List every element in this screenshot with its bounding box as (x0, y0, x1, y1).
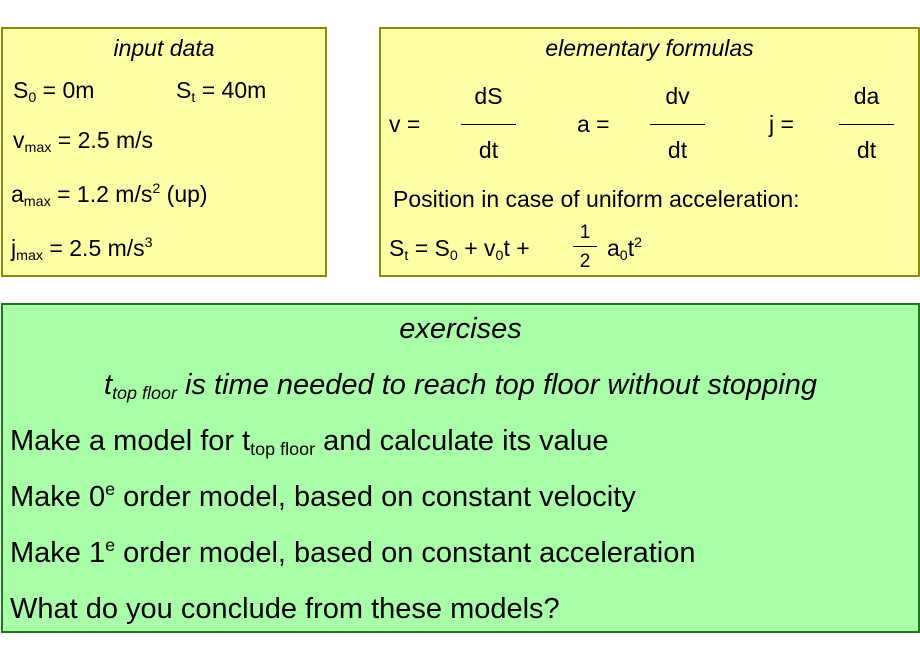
vmax-symbol: v (13, 127, 25, 153)
jmax-sub: max (16, 247, 44, 264)
amax-tail: (up) (160, 181, 208, 207)
position-caption: Position in case of uniform acceleration… (393, 186, 800, 212)
acceleration-fraction-bar (650, 124, 705, 125)
definition-t: t (104, 369, 113, 401)
item-2-sup: e (105, 534, 116, 555)
formulas-title: elementary formulas (545, 35, 754, 61)
exercise-item: Make 0e order model, based on constant v… (10, 478, 636, 514)
acceleration-lhs: a = (577, 111, 610, 137)
st-sub: t (191, 89, 196, 106)
velocity-lhs: v = (389, 111, 421, 137)
item-2-post: order model, based on constant accelerat… (115, 537, 696, 569)
item-1-pre: Make 0 (10, 481, 106, 513)
elementary-formulas-panel: elementary formulas v = dS dt a = dv dt … (379, 27, 920, 277)
definition-rest: is time needed to reach top floor withou… (177, 369, 817, 401)
pos-s-sub: t (404, 247, 409, 264)
s0-symbol: S (13, 77, 29, 103)
st-symbol: S (176, 77, 192, 103)
input-data-panel: input data S0 = 0m St = 40m vmax = 2.5 m… (1, 27, 327, 277)
position-equation-right: a0t2 (607, 235, 643, 264)
amax-rest: = 1.2 m/s (50, 181, 153, 207)
s0-rest: = 0m (36, 77, 95, 103)
pos-t: t (627, 235, 635, 261)
half-numerator: 1 (579, 222, 591, 243)
definition-t-sub: top floor (112, 383, 177, 404)
item-2-pre: Make 1 (10, 537, 106, 569)
pos-t-plus: t + (503, 235, 530, 261)
amax-symbol: a (11, 181, 24, 207)
amax-value: amax = 1.2 m/s2 (up) (11, 181, 208, 210)
item-0-sub: top floor (250, 439, 316, 460)
velocity-fraction-bar (461, 124, 516, 125)
exercise-definition: ttop floor is time needed to reach top f… (3, 369, 918, 402)
vmax-sub: max (24, 139, 52, 156)
exercise-item: Make a model for ttop floor and calculat… (10, 425, 609, 458)
pos-eq: = S (408, 235, 450, 261)
item-0-post: and calculate its value (315, 425, 609, 457)
amax-sup: 2 (152, 181, 161, 198)
item-3-pre: What do you conclude from these models? (10, 593, 560, 625)
exercise-item: What do you conclude from these models? (10, 593, 560, 626)
pos-s: S (389, 235, 405, 261)
jerk-numerator: da (853, 83, 880, 109)
item-0-pre: Make a model for t (10, 425, 251, 457)
acceleration-numerator: dv (665, 83, 690, 109)
jmax-sup: 3 (144, 235, 153, 252)
vmax-value: vmax = 2.5 m/s (13, 127, 154, 156)
jmax-symbol: j (11, 235, 17, 261)
amax-sub: max (23, 193, 51, 210)
pos-a: a (607, 235, 620, 261)
pos-s0-sub: 0 (449, 247, 458, 264)
jmax-rest: = 2.5 m/s (43, 235, 145, 261)
item-1-post: order model, based on constant velocity (115, 481, 636, 513)
jerk-denominator: dt (856, 137, 877, 163)
input-data-title: input data (113, 35, 215, 61)
half-fraction-bar (573, 246, 597, 247)
half-denominator: 2 (579, 251, 591, 272)
pos-t-sup: 2 (634, 235, 643, 252)
exercises-panel: exercises ttop floor is time needed to r… (1, 303, 920, 633)
pos-v0-sub: 0 (495, 247, 504, 264)
velocity-denominator: dt (478, 137, 499, 163)
s0-value: S0 = 0m (13, 77, 95, 106)
exercises-title: exercises (399, 313, 522, 345)
exercise-item: Make 1e order model, based on constant a… (10, 534, 696, 570)
velocity-numerator: dS (474, 83, 503, 109)
jmax-value: jmax = 2.5 m/s3 (11, 235, 153, 264)
pos-a0-sub: 0 (619, 247, 628, 264)
s0-sub: 0 (28, 89, 37, 106)
pos-plus-v: + v (457, 235, 496, 261)
item-1-sup: e (105, 478, 116, 499)
acceleration-denominator: dt (667, 137, 688, 163)
st-rest: = 40m (195, 77, 267, 103)
st-value: St = 40m (176, 77, 267, 106)
vmax-rest: = 2.5 m/s (51, 127, 154, 153)
position-equation-left: St = S0 + v0t + (389, 235, 530, 264)
jerk-lhs: j = (769, 111, 794, 137)
jerk-fraction-bar (839, 124, 894, 125)
